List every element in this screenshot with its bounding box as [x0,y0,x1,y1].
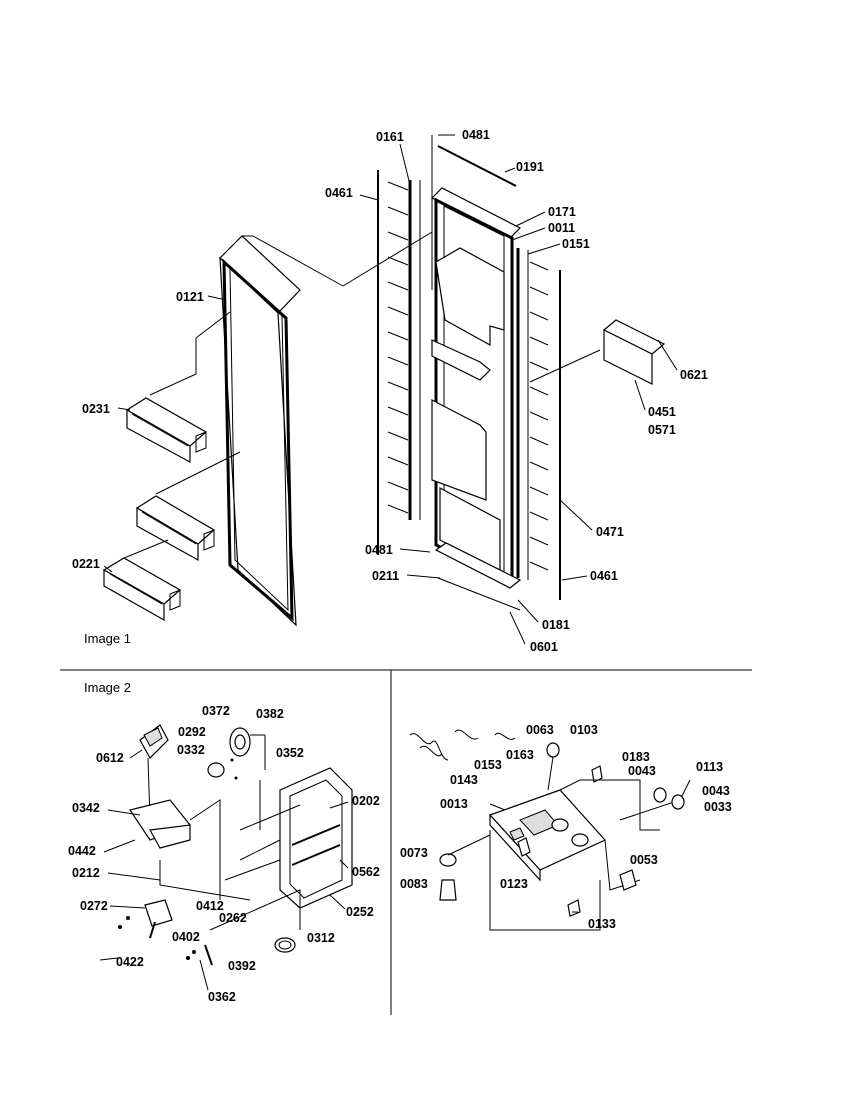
label-0153: 0153 [474,758,502,772]
screw-row-left [387,181,409,514]
screw-row-right [529,261,549,571]
dispenser-right-assembly [409,729,691,931]
label-0612: 0612 [96,751,124,765]
label-0272: 0272 [80,899,108,913]
label-0063: 0063 [526,723,554,737]
label-0471: 0471 [596,525,624,539]
label-0113: 0113 [696,760,723,774]
image1-labels: 0161 0481 0191 0461 0171 0011 0151 0121 … [72,128,708,654]
shelf-middle [135,495,216,562]
image2-left-labels: 0372 0382 0292 0612 0332 0352 0342 0202 … [68,704,380,1004]
label-0103: 0103 [570,723,598,737]
label-0332: 0332 [177,743,205,757]
label-0083: 0083 [400,877,428,891]
label-0461-top: 0461 [325,186,353,200]
label-0181: 0181 [542,618,570,632]
label-0292: 0292 [178,725,206,739]
label-0601: 0601 [530,640,558,654]
label-0191: 0191 [516,160,544,174]
liner-assembly [377,135,666,611]
label-0481-bot: 0481 [365,543,393,557]
label-0121: 0121 [176,290,204,304]
label-0011: 0011 [548,221,575,235]
label-0621: 0621 [680,368,708,382]
label-0442: 0442 [68,844,96,858]
label-0143: 0143 [450,773,478,787]
label-0202: 0202 [352,794,380,808]
label-0392: 0392 [228,959,256,973]
label-0151: 0151 [562,237,590,251]
shelf-0221 [102,557,182,622]
label-0073: 0073 [400,846,428,860]
label-0481-top: 0481 [462,128,490,142]
label-0211: 0211 [372,569,399,583]
image2-title: Image 2 [84,680,131,695]
door-shelves [102,311,241,622]
label-0053: 0053 [630,853,658,867]
label-0252: 0252 [346,905,374,919]
label-0312: 0312 [307,931,335,945]
label-0212: 0212 [72,866,100,880]
label-0372: 0372 [202,704,230,718]
label-0161: 0161 [376,130,404,144]
label-0183: 0183 [622,750,650,764]
label-0352: 0352 [276,746,304,760]
door-panel [219,231,433,627]
dispenser-left-assembly [118,724,353,966]
label-0362: 0362 [208,990,236,1004]
image1-title: Image 1 [84,631,131,646]
label-0342: 0342 [72,801,100,815]
label-0163: 0163 [506,748,534,762]
label-0451: 0451 [648,405,676,419]
label-0562: 0562 [352,865,380,879]
label-0422: 0422 [116,955,144,969]
label-0262: 0262 [219,911,247,925]
label-0171: 0171 [548,205,576,219]
image2-right-labels: 0063 0103 0183 0153 0163 0143 0043 0113 … [400,723,732,931]
label-0402: 0402 [172,930,200,944]
shelf-0231 [125,397,208,464]
label-0043b: 0043 [702,784,730,798]
label-0123: 0123 [500,877,528,891]
label-0033: 0033 [704,800,732,814]
label-0412: 0412 [196,899,224,913]
panel-dividers [60,669,752,1015]
label-0231: 0231 [82,402,110,416]
label-0382: 0382 [256,707,284,721]
leader-lines [99,134,678,991]
label-0221: 0221 [72,557,100,571]
label-0133: 0133 [588,917,616,931]
label-0571: 0571 [648,423,676,437]
label-0461-bot: 0461 [590,569,618,583]
label-0013: 0013 [440,797,468,811]
label-0043a: 0043 [628,764,656,778]
